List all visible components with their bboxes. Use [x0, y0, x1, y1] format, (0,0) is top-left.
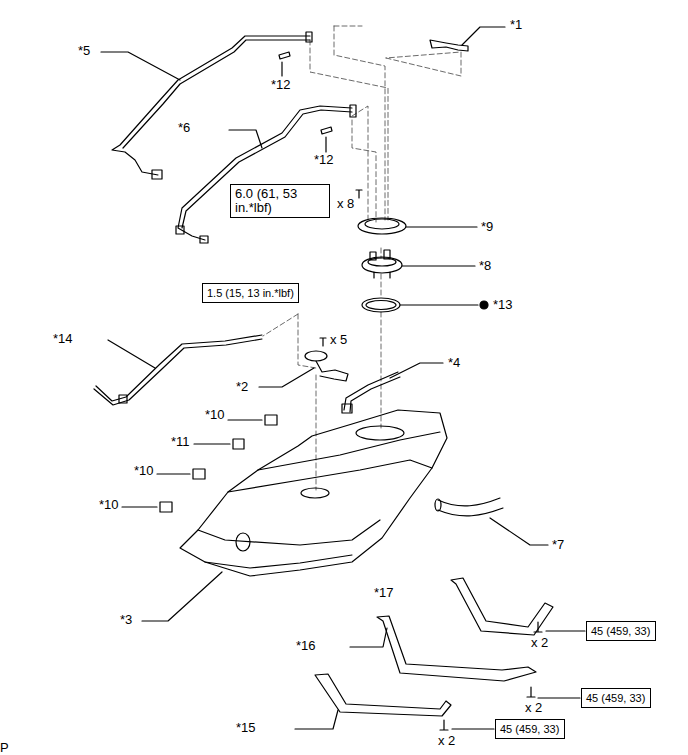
hose: [435, 498, 548, 545]
torque-value: 45 (459, 33): [500, 722, 560, 736]
callout-number: *14: [53, 331, 73, 347]
torque-box: 6.0 (61, 53 in.*lbf): [230, 184, 330, 218]
torque-value: 1.5 (15, 13 in.*lbf): [207, 286, 294, 300]
torque-box: 1.5 (15, 13 in.*lbf): [202, 283, 299, 303]
callout-number: *10: [134, 463, 154, 479]
callout-number: *13: [493, 297, 513, 313]
fuel-pump: [362, 250, 475, 278]
callout-number: *10: [205, 407, 225, 423]
callout-number: *8: [479, 258, 491, 274]
callout-number: x 8: [337, 196, 354, 212]
callout-number: *2: [236, 379, 248, 395]
callout-number: *1: [510, 17, 522, 33]
fuel-tank: [142, 410, 447, 621]
fuel-pipe: [176, 105, 356, 243]
callout-number: *16: [296, 638, 316, 654]
grommet: [122, 415, 277, 512]
connector-part: [430, 27, 505, 51]
torque-value: 45 (459, 33): [591, 624, 651, 638]
callout-number: *4: [448, 355, 460, 371]
fuel-pipe: [94, 335, 262, 405]
callout-number: *12: [314, 152, 334, 168]
callout-number: *12: [271, 77, 291, 93]
torque-box: 45 (459, 33): [581, 688, 651, 708]
torque-box: 45 (459, 33): [495, 719, 565, 739]
tank-band: [295, 578, 585, 730]
callout-number: *10: [99, 497, 119, 513]
torque-box: 45 (459, 33): [586, 621, 656, 641]
callout-number: P: [0, 740, 9, 755]
callout-number: x 2: [438, 733, 455, 749]
sender-gauge: [259, 351, 348, 387]
callout-number: *15: [236, 720, 256, 736]
callout-number: *11: [171, 434, 190, 450]
callout-number: *7: [552, 537, 564, 553]
clip: [321, 127, 332, 134]
callout-number: *5: [78, 43, 90, 59]
callout-number: x 2: [525, 700, 542, 716]
fuel-pipe: [101, 32, 312, 179]
hose: [342, 363, 443, 413]
callout-number: *3: [120, 612, 132, 628]
retainer-ring: [358, 218, 477, 234]
callout-number: x 2: [531, 635, 548, 651]
callout-number: *6: [178, 120, 190, 136]
torque-value: 45 (459, 33): [586, 691, 646, 705]
gasket: [362, 298, 488, 312]
callout-number: *17: [374, 585, 394, 601]
screw: [356, 190, 362, 198]
clip: [279, 52, 290, 59]
callout-number: *9: [481, 219, 493, 235]
torque-value: 6.0 (61, 53 in.*lbf): [235, 187, 325, 215]
screw: [320, 338, 326, 346]
callout-number: x 5: [330, 332, 347, 348]
